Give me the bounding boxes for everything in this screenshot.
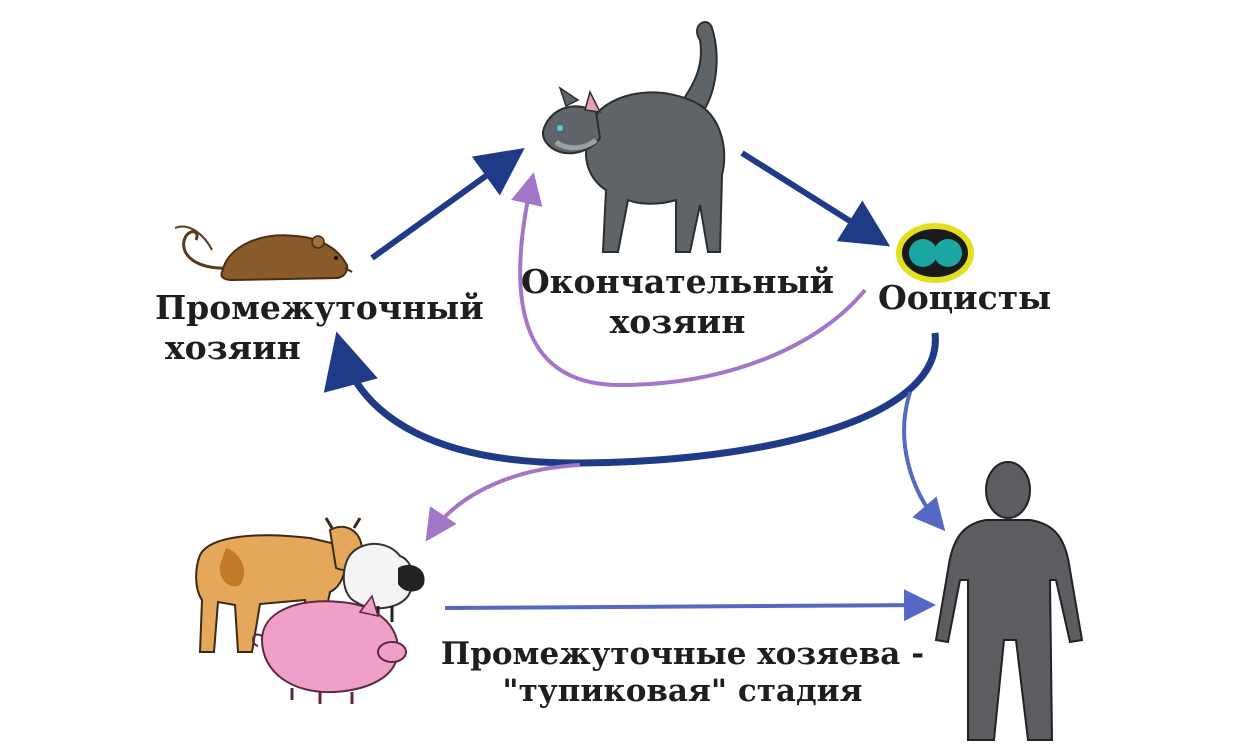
arrow-cat-to-oocysts: [740, 150, 891, 247]
arrow-oocysts-to-livestock: [425, 463, 581, 542]
cat-icon: [542, 21, 726, 253]
definitive-host-label: Окончательный хозяин: [515, 262, 840, 341]
definitive-host-line2: хозяин: [609, 301, 746, 341]
sheep-icon: [342, 542, 425, 622]
definitive-host-line1: Окончательный: [520, 262, 835, 301]
intermediate-host-label: Промежуточный хозяин: [155, 288, 484, 367]
arrow-livestock-to-human: [444, 589, 936, 622]
intermediate-host-line1: Промежуточный: [155, 288, 484, 327]
dead-end-hosts-label: Промежуточные хозяева - "тупиковая" стад…: [425, 636, 940, 710]
human-icon: [934, 461, 1084, 741]
oocyst-icon: [896, 223, 974, 283]
oocysts-label: Ооцисты: [878, 278, 1052, 317]
arrow-oocysts-to-human: [902, 391, 946, 532]
arrow-oocysts-to-cat: [511, 172, 867, 388]
rat-icon: [174, 225, 353, 282]
dead-end-hosts-line2: "тупиковая" стадия: [502, 673, 863, 710]
intermediate-host-line2: хозяин: [165, 327, 301, 367]
arrow-oocysts-to-rat: [323, 331, 939, 467]
arrow-rat-to-cat: [370, 147, 525, 261]
dead-end-hosts-line1: Промежуточные хозяева -: [440, 636, 925, 672]
pig-icon: [252, 594, 407, 704]
